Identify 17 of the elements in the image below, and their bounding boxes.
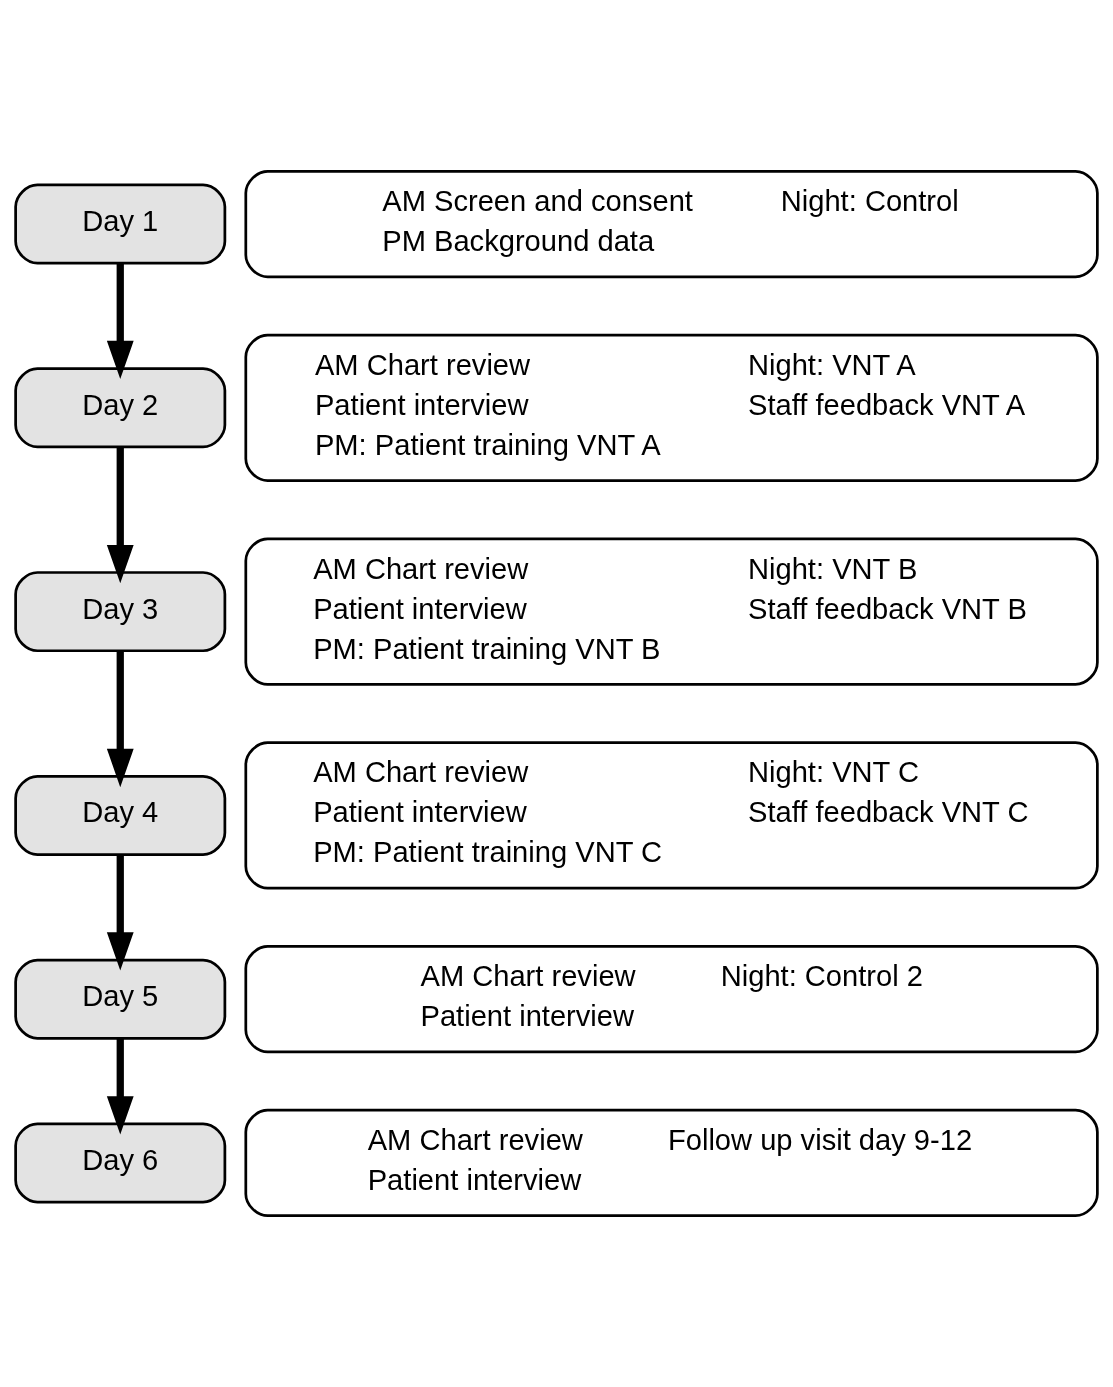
node-box: Day 5 bbox=[14, 958, 227, 1040]
node-box: AM Chart review Night: VNT B Patient interview Staff feedback VNT B PM: Patient training VNT B bbox=[244, 537, 1099, 686]
node-box: AM Chart review Night: Control 2 Patient interview bbox=[244, 945, 1099, 1054]
node-box: AM Chart review Night: VNT A Patient interview Staff feedback VNT A PM: Patient training VNT A bbox=[244, 333, 1099, 482]
node-box: Day 3 bbox=[14, 571, 227, 653]
arrow bbox=[106, 651, 134, 788]
node-box: Day 2 bbox=[14, 367, 227, 449]
node-box: Day 4 bbox=[14, 774, 227, 856]
node-box: AM Chart review Follow up visit day 9-12 Patient interview bbox=[244, 1108, 1099, 1218]
arrow bbox=[106, 447, 134, 584]
node-box: AM Screen and consent Night: Control PM Background data bbox=[244, 169, 1099, 279]
arrow bbox=[106, 263, 134, 380]
arrow bbox=[106, 854, 134, 971]
node-box: Day 1 bbox=[14, 183, 227, 265]
arrow bbox=[106, 1038, 134, 1135]
node-box: Day 6 bbox=[14, 1122, 227, 1204]
node-box: AM Chart review Night: VNT C Patient interview Staff feedback VNT C PM: Patient training VNT C bbox=[244, 741, 1099, 890]
